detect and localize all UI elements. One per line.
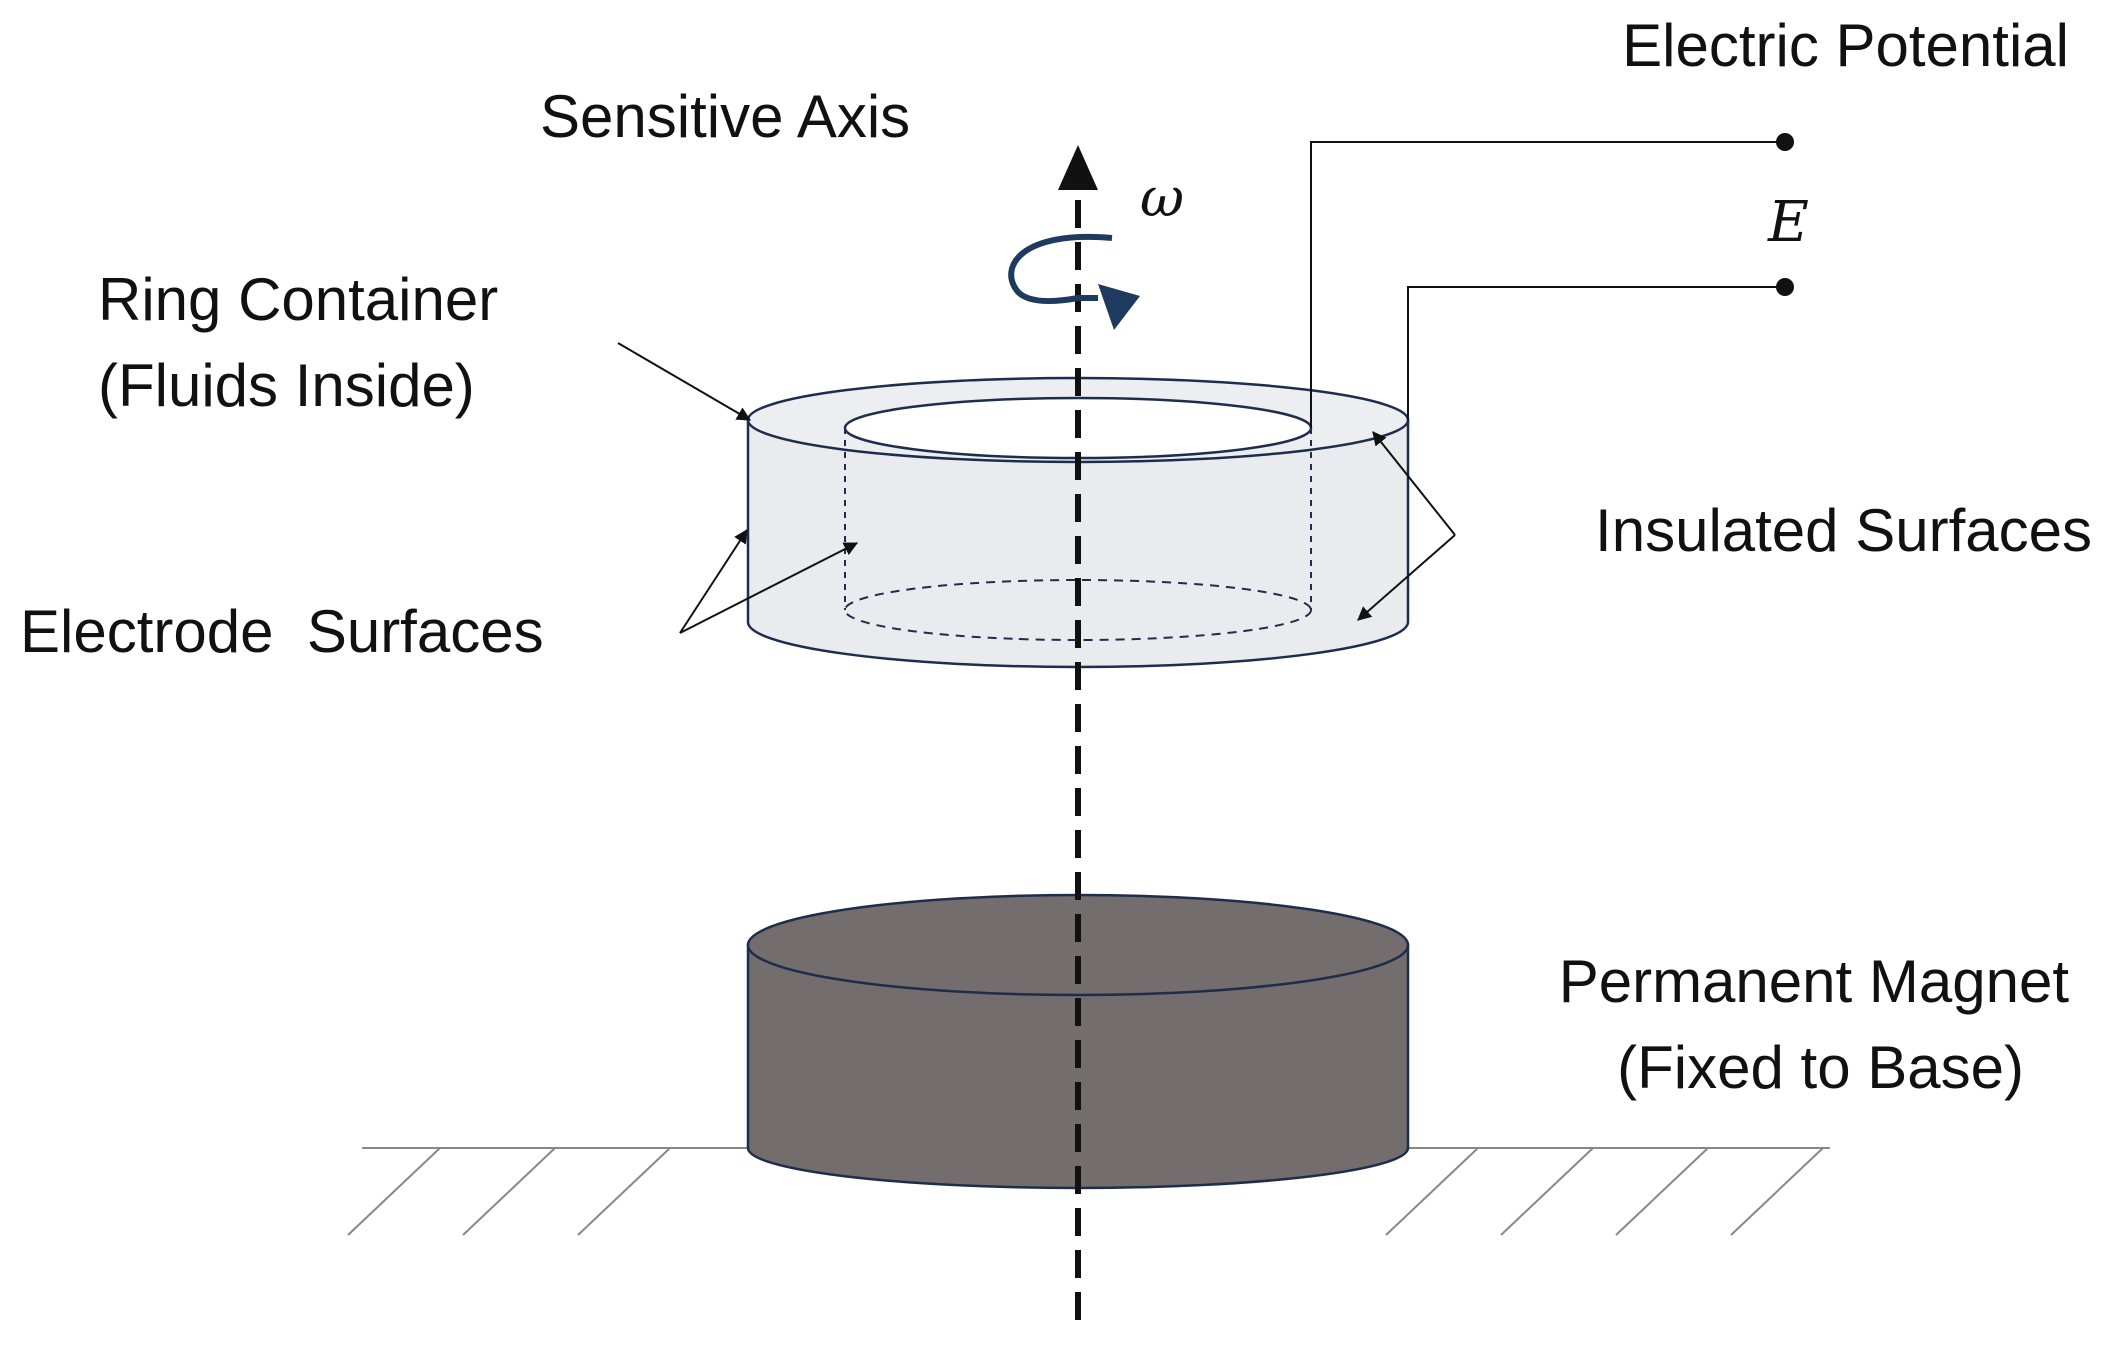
inner-bottom-hidden <box>844 579 1312 641</box>
rotation-arrowhead <box>1098 284 1140 330</box>
ring-container-label-line1: Ring Container <box>98 266 498 333</box>
insulated-bottom-pointer <box>1357 534 1456 621</box>
electrode-inner-pointer <box>679 542 859 634</box>
ground-hatching <box>347 1147 1824 1236</box>
leader-arrows <box>617 342 1456 634</box>
insulated-top-pointer <box>1372 431 1456 536</box>
emf-symbol: E <box>1767 190 1809 255</box>
terminal-top <box>1776 133 1794 151</box>
wire-outer-electrode <box>1407 286 1785 420</box>
permanent-magnet-label-line1: Permanent Magnet <box>1559 948 2070 1015</box>
sensitive-axis-label: Sensitive Axis <box>540 83 910 150</box>
permanent-magnet-label-line2: (Fixed to Base) <box>1617 1034 2024 1101</box>
electric-potential-label: Electric Potential <box>1622 12 2069 79</box>
rotation-curve <box>1008 233 1113 305</box>
electric-potential-circuit <box>1310 133 1794 428</box>
rotation-arrow <box>1008 233 1140 330</box>
axis-arrowhead <box>1058 145 1098 190</box>
ring-container-pointer <box>617 342 752 421</box>
terminal-bottom <box>1776 278 1794 296</box>
omega-symbol: ω <box>1140 166 1184 229</box>
insulated-surfaces-label: Insulated Surfaces <box>1595 497 2092 564</box>
electrode-outer-pointer <box>679 529 748 634</box>
sensitive-axis <box>1058 145 1098 1320</box>
wire-inner-electrode <box>1310 141 1785 428</box>
ring-container-label-line2: (Fluids Inside) <box>98 352 475 419</box>
electrode-surfaces-label: Electrode Surfaces <box>20 598 544 665</box>
